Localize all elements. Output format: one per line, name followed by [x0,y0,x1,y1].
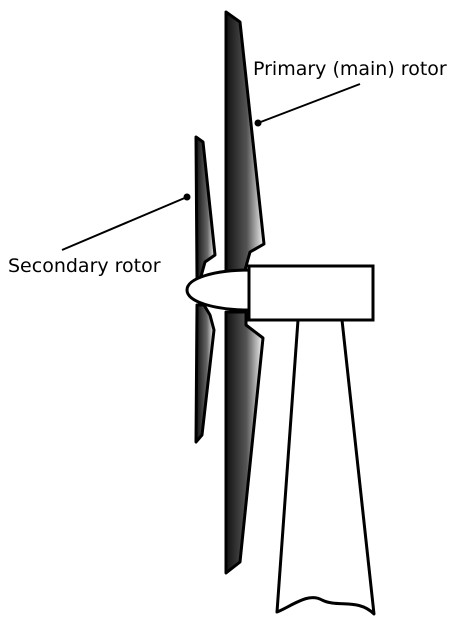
secondary-rotor-label: Secondary rotor [8,255,161,277]
primary-rotor-label: Primary (main) rotor [253,58,447,80]
nacelle [247,264,375,322]
secondary-rotor-lower-blade [194,303,216,444]
primary-rotor-lower-blade [224,310,265,575]
tower [275,318,376,616]
secondary-rotor-leader-line [61,196,188,251]
primary-rotor-leader-dot [254,119,262,127]
primary-rotor-upper-blade [224,10,266,274]
primary-rotor-leader-line [257,83,361,124]
secondary-rotor-upper-blade [194,135,217,282]
secondary-rotor-leader-dot [183,193,191,201]
hub-nose-cone [185,268,252,312]
